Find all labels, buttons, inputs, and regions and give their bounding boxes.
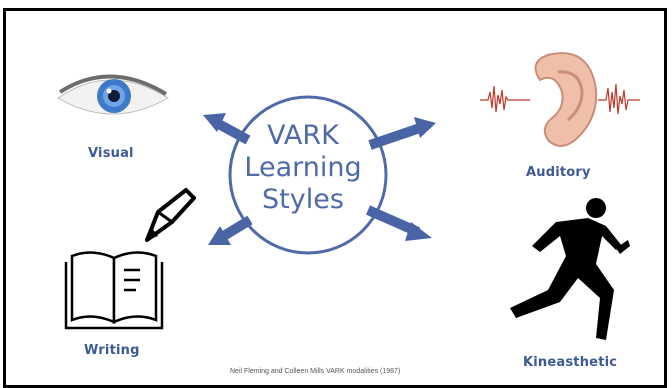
center-title: VARK Learning Styles [228,120,378,216]
arrow-to-auditory [368,117,436,150]
eye-icon [57,74,169,115]
citation-credit: Neil Fleming and Colleen Mills VARK moda… [230,368,401,375]
label-kinesthetic: Kineasthetic [523,355,618,370]
center-title-line-3: Styles [262,184,344,215]
label-auditory: Auditory [526,165,591,180]
pencil-icon [145,188,196,242]
label-writing: Writing [84,343,140,358]
ear-icon [480,52,640,147]
arrow-to-kinesthetic [365,205,432,241]
center-title-line-2: Learning [244,152,362,183]
slide: VARK Learning Styles Visual Auditory Wri… [3,8,667,388]
arrow-to-visual [203,113,251,145]
label-visual: Visual [88,146,134,161]
center-circle [228,95,388,255]
center-title-line-1: VARK [267,120,339,151]
runner-icon [510,198,630,340]
diagram-canvas [57,52,640,340]
book-icon [64,251,164,330]
arrow-to-writing [208,215,253,245]
